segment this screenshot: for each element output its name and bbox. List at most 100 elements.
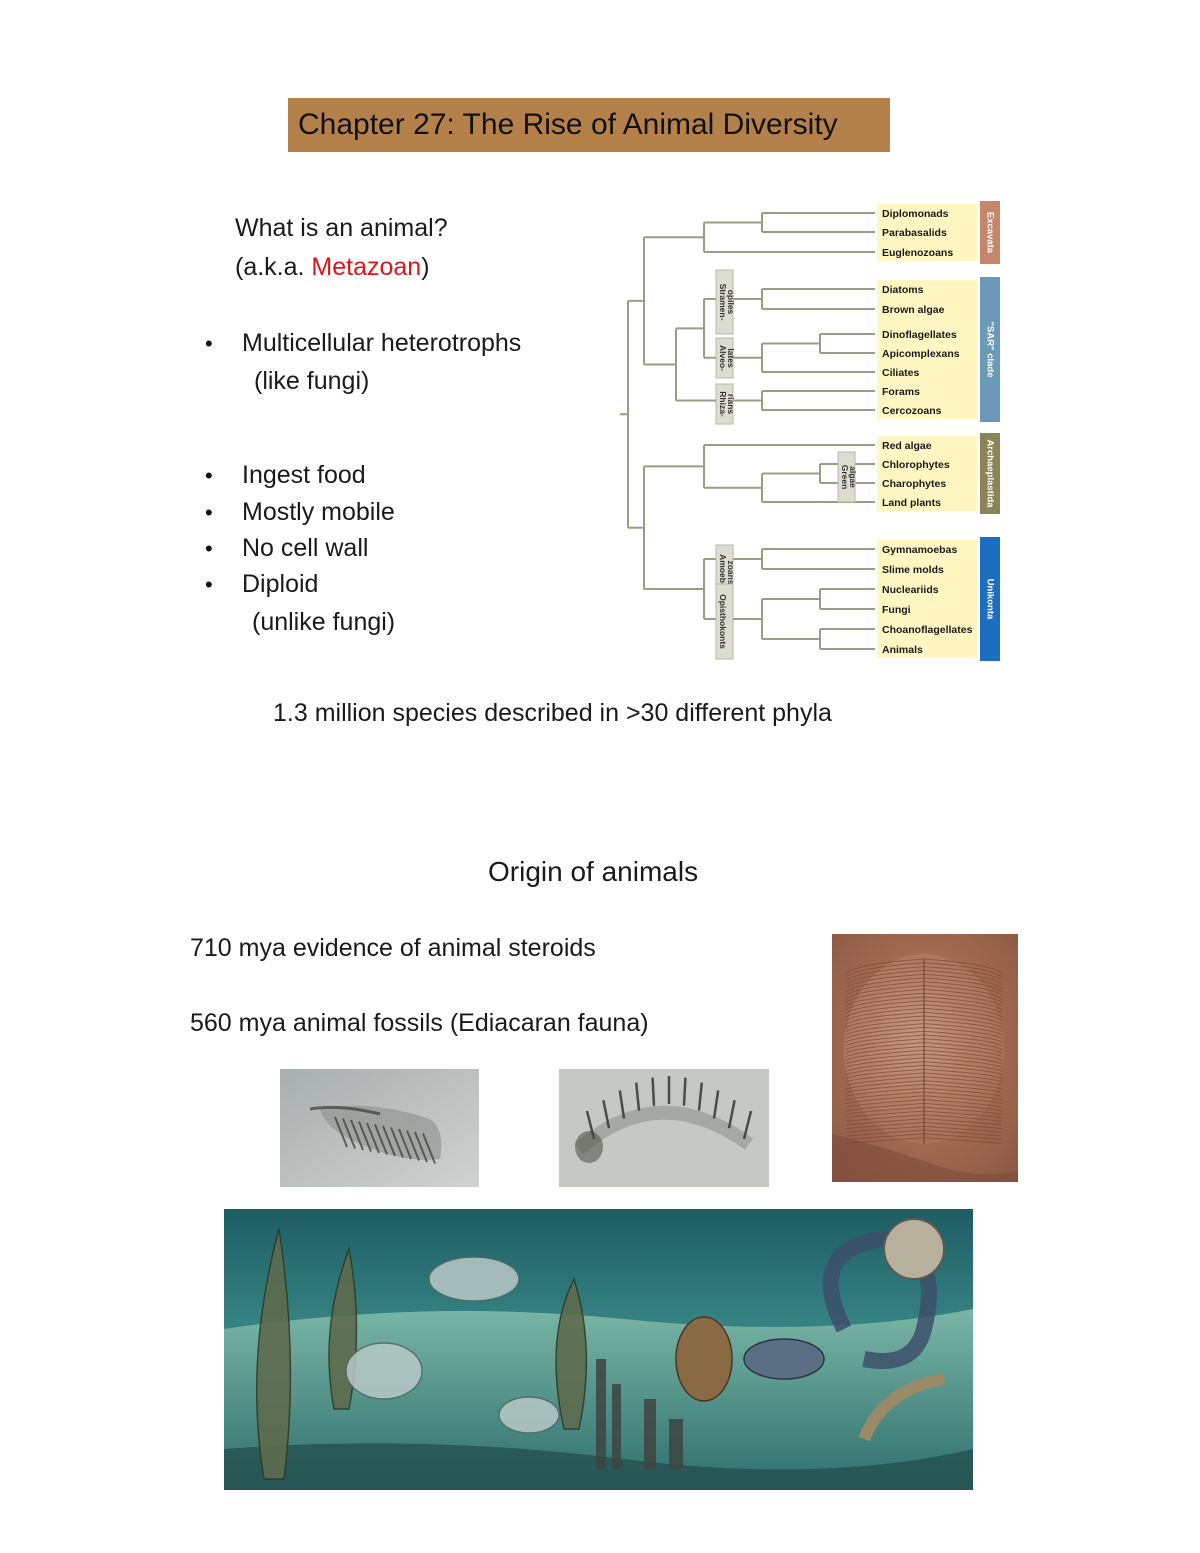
fossil-appendage — [406, 1130, 420, 1161]
fossil-rib — [845, 1000, 1003, 1015]
taxon-label: Diatoms — [882, 284, 924, 296]
fossil-rib — [845, 1102, 1003, 1112]
aka-suffix: ) — [421, 253, 430, 281]
clade-highlight — [877, 436, 977, 511]
ediacaran-fossil-image-2 — [559, 1069, 769, 1187]
taxon-label: Animals — [882, 644, 923, 656]
fossil-rib — [845, 1004, 1003, 1018]
bullet-multicellular: Multicellular heterotrophs — [242, 329, 522, 357]
fossil-rib — [845, 1038, 1003, 1051]
taxon-label: Diplomonads — [882, 208, 949, 220]
fossil-rib — [845, 1080, 1003, 1090]
fossil-appendage — [398, 1128, 412, 1160]
supergroup-label: Excavata — [984, 212, 995, 254]
fossil-spine — [602, 1099, 611, 1129]
fossil-rib — [845, 1076, 1003, 1087]
subclade-label: Opisthokonts — [718, 594, 728, 649]
fossil-appendage — [414, 1131, 428, 1163]
ediacaran-seafloor-illustration — [224, 1209, 973, 1490]
section-title-origin: Origin of animals — [488, 856, 699, 887]
fossil-rib — [845, 966, 1003, 982]
fossil-rib — [845, 1125, 1003, 1133]
clade-highlight — [877, 280, 977, 419]
fossil-spine — [712, 1090, 720, 1119]
taxon-label: Charophytes — [882, 478, 946, 490]
fossil-rib — [845, 1083, 1003, 1094]
fossil-rib — [845, 981, 1003, 996]
fossil-rib — [845, 1034, 1003, 1047]
taxon-label: Choanoflagellates — [882, 624, 973, 636]
evidence-fossils: 560 mya animal fossils (Ediacaran fauna) — [190, 1009, 649, 1037]
eukaryote-phylogenetic-tree: DiplomonadsParabasalidsEuglenozoansDiato… — [620, 201, 1000, 661]
fossil-rib — [845, 1015, 1003, 1029]
fossil-rib — [845, 969, 1003, 986]
fossil-rib — [845, 1023, 1003, 1036]
supergroup-label: "SAR" clade — [984, 322, 995, 378]
supergroup-label: Archaeplastida — [984, 439, 995, 508]
taxon-label: Red algae — [882, 440, 932, 452]
subclade-label: opiles — [726, 290, 736, 315]
supergroup-bar — [980, 537, 1000, 661]
fossil-rib — [845, 1007, 1003, 1022]
taxon-label: Dinoflagellates — [882, 329, 957, 341]
dickinsonia-fossil-image — [832, 934, 1018, 1182]
fossil-spine — [618, 1090, 626, 1119]
subclade-label: Alveo- — [718, 345, 728, 371]
taxon-label: Cercozoans — [882, 405, 942, 417]
subclade-label: Amoebo- — [718, 554, 728, 591]
fossil-rib — [845, 992, 1003, 1007]
bullet-multicellular-sub: (like fungi) — [254, 367, 370, 395]
taxon-label: Gymnamoebas — [882, 544, 957, 556]
fossil-rib — [845, 1129, 1003, 1137]
fossil-spine — [727, 1099, 736, 1129]
fossil-rib — [845, 1026, 1003, 1040]
bullet-icon: • — [205, 500, 213, 525]
fossil-rib — [845, 1091, 1003, 1101]
taxon-label: Nucleariids — [882, 584, 939, 596]
taxon-label: Brown algae — [882, 304, 945, 316]
taxon-label: Land plants — [882, 497, 941, 509]
fossil-rib — [845, 1042, 1003, 1054]
fossil-rib — [845, 1087, 1003, 1097]
fossil-rib — [845, 1099, 1003, 1108]
fossil-rib — [845, 1057, 1003, 1069]
fossil-rib — [845, 1068, 1003, 1079]
supergroup-bar — [980, 201, 1000, 264]
subclade-label: Stramen- — [718, 284, 728, 321]
taxon-label: Fungi — [882, 604, 911, 616]
subclade-label: Rhiza- — [718, 391, 728, 417]
fossil-rib — [845, 1061, 1003, 1072]
fossil-spine — [682, 1077, 687, 1106]
fossil-rib — [845, 1095, 1003, 1105]
fossil-rib — [845, 1064, 1003, 1076]
fossil-rib — [845, 1045, 1003, 1058]
fossil-rib — [845, 1030, 1003, 1043]
subclade-label: rians — [726, 394, 736, 415]
fossil-appendage — [382, 1125, 396, 1157]
intro-aka: (a.k.a. Metazoan) — [235, 252, 430, 282]
evidence-steroids: 710 mya evidence of animal steroids — [190, 934, 596, 962]
bullet-diploid: Diploid — [242, 570, 319, 598]
fossil-rib — [845, 1072, 1003, 1083]
fossil-rib — [845, 1110, 1003, 1119]
fossil-appendage — [350, 1119, 364, 1151]
fossil-spine — [651, 1077, 656, 1106]
intro-question: What is an animal? — [235, 214, 448, 242]
fossil-rib — [845, 962, 1003, 978]
bullet-no-cell-wall: No cell wall — [242, 534, 369, 562]
fossil-appendage — [374, 1124, 388, 1155]
bullet-icon: • — [205, 536, 213, 561]
bullet-icon: • — [205, 331, 213, 356]
taxon-label: Chlorophytes — [882, 459, 950, 471]
supergroup-label: Unikonta — [984, 579, 995, 620]
fossil-appendage — [422, 1133, 436, 1164]
fossil-rib — [845, 977, 1003, 993]
subclade-label: algae — [848, 466, 858, 488]
taxon-label: Parabasalids — [882, 227, 947, 239]
fossil-rib — [845, 1121, 1003, 1130]
fossil-appendage — [358, 1121, 372, 1152]
fossil-rib — [845, 1011, 1003, 1025]
subclade-tag — [715, 383, 734, 425]
fossil-spine — [697, 1082, 704, 1111]
bullet-ingest-food: Ingest food — [242, 461, 366, 489]
